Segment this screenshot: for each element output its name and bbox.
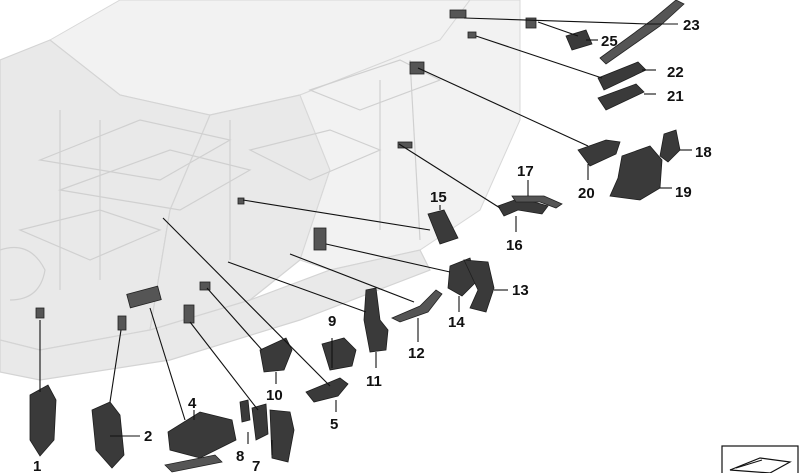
part-7-graphic bbox=[251, 403, 295, 463]
label-18: 18 bbox=[695, 144, 712, 161]
part-15-graphic bbox=[427, 209, 459, 245]
callout-labels: 1 2 4 5 7 8 9 10 11 12 13 14 15 16 17 18… bbox=[33, 17, 712, 473]
label-14: 14 bbox=[448, 314, 465, 331]
label-13: 13 bbox=[512, 282, 529, 299]
label-8: 8 bbox=[236, 448, 244, 465]
label-22: 22 bbox=[667, 64, 684, 81]
label-2: 2 bbox=[144, 428, 152, 445]
part-2-graphic bbox=[91, 401, 125, 469]
label-10: 10 bbox=[266, 387, 283, 404]
label-21: 21 bbox=[667, 88, 684, 105]
part-8-graphic bbox=[239, 399, 251, 423]
label-12: 12 bbox=[408, 345, 425, 362]
part-catalog-badge-icon bbox=[721, 445, 799, 473]
part-19-graphic bbox=[609, 145, 663, 201]
part-16-17-graphic bbox=[497, 195, 563, 217]
part-1-graphic bbox=[29, 384, 57, 457]
leader-lines bbox=[39, 17, 692, 455]
label-19: 19 bbox=[675, 184, 692, 201]
part-5-graphic bbox=[305, 377, 349, 403]
part-25-graphic bbox=[565, 29, 593, 51]
label-17: 17 bbox=[517, 163, 534, 180]
label-16: 16 bbox=[506, 237, 523, 254]
mounted-parts bbox=[35, 9, 537, 331]
part-10-graphic bbox=[259, 337, 293, 373]
label-9: 9 bbox=[328, 313, 336, 330]
part-9-graphic bbox=[321, 337, 357, 371]
part-23-graphic bbox=[599, 0, 685, 65]
label-23: 23 bbox=[683, 17, 700, 34]
label-20: 20 bbox=[578, 185, 595, 202]
label-25: 25 bbox=[601, 33, 618, 50]
part-4-graphic bbox=[164, 411, 237, 473]
part-22-graphic bbox=[597, 61, 647, 91]
part-18-graphic bbox=[659, 129, 681, 163]
label-11: 11 bbox=[366, 373, 382, 390]
part-11-graphic bbox=[363, 287, 389, 353]
part-20-graphic bbox=[577, 139, 621, 167]
label-7: 7 bbox=[252, 458, 260, 473]
label-15: 15 bbox=[430, 189, 447, 206]
label-5: 5 bbox=[330, 416, 338, 433]
part-13-14-graphic bbox=[447, 257, 495, 313]
label-1: 1 bbox=[33, 458, 41, 473]
part-12-graphic bbox=[391, 289, 443, 323]
label-4: 4 bbox=[188, 395, 197, 412]
part-21-graphic bbox=[597, 83, 645, 111]
car-body-outline bbox=[0, 0, 521, 381]
